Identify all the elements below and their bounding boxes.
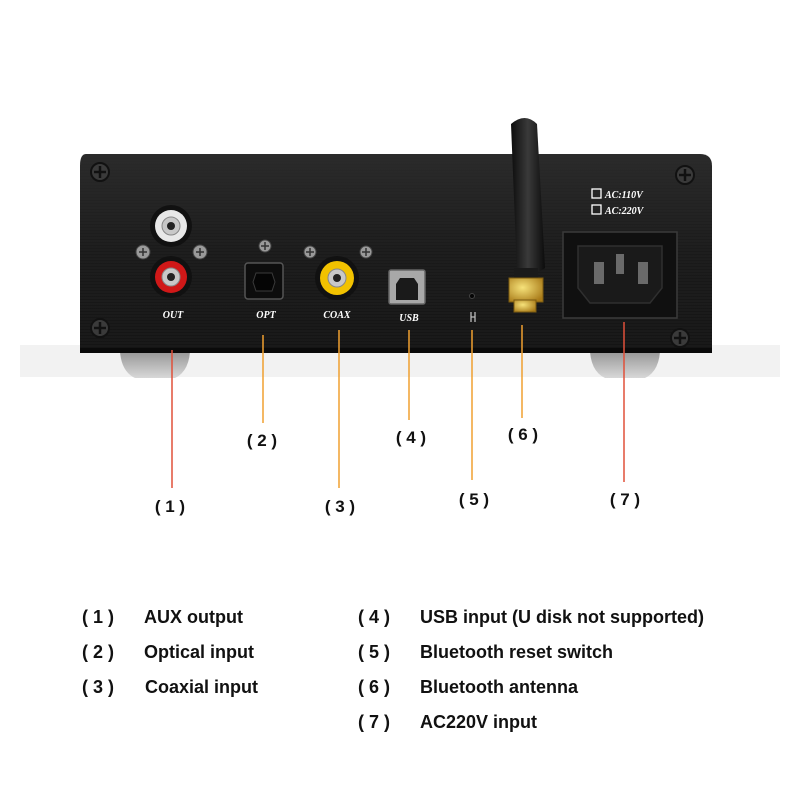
corner-screw-bottom-left (90, 318, 110, 338)
legend-number: ( 6 ) (358, 677, 391, 697)
callout-6: ( 6 ) (508, 425, 538, 444)
legend-text: Bluetooth reset switch (420, 642, 614, 662)
legend-text: Optical input (144, 642, 254, 662)
legend-text: USB input (U disk not supported) (420, 607, 704, 627)
bluetooth-reset-switch (469, 293, 476, 322)
aux-output-jacks (135, 205, 208, 298)
legend-text: AUX output (144, 607, 243, 627)
voltage-option-220: AC:220V (604, 206, 645, 217)
legend-number: ( 2 ) (82, 642, 115, 662)
coaxial-input-jack (303, 245, 373, 300)
callout-4: ( 4 ) (396, 428, 426, 447)
legend-number: ( 5 ) (358, 642, 391, 662)
callout-7: ( 7 ) (610, 490, 640, 509)
callout-2: ( 2 ) (247, 431, 277, 450)
legend-number: ( 1 ) (82, 607, 115, 627)
legend-text: AC220V input (420, 712, 538, 732)
usb-input-port (388, 269, 426, 305)
legend-number: ( 4 ) (358, 607, 391, 627)
voltage-selector (591, 188, 602, 215)
out-label: OUT (163, 310, 184, 321)
bluetooth-antenna (508, 118, 545, 313)
callout-3: ( 3 ) (325, 497, 355, 516)
leader-lines (171, 322, 625, 488)
legend-number: ( 3 ) (82, 677, 115, 697)
legend-text: Bluetooth antenna (420, 677, 578, 697)
optical-input-jack (244, 239, 284, 300)
corner-screw-bottom-right (670, 328, 690, 348)
callout-5: ( 5 ) (459, 490, 489, 509)
legend-number: ( 7 ) (358, 712, 391, 732)
legend-text: Coaxial input (145, 677, 259, 697)
ac-power-socket (562, 231, 678, 319)
opt-label: OPT (256, 310, 276, 321)
voltage-option-110: AC:110V (604, 190, 644, 201)
corner-screw-top-right (675, 165, 695, 185)
corner-screw-top-left (90, 162, 110, 182)
coax-label: COAX (323, 310, 351, 321)
callout-1: ( 1 ) (155, 497, 185, 516)
usb-label: USB (399, 313, 419, 324)
